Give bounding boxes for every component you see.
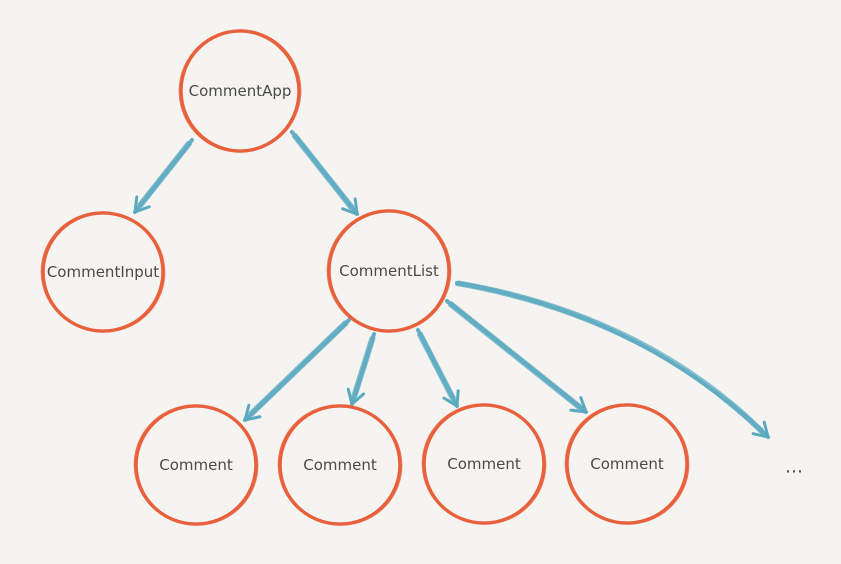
node-label: Comment	[590, 455, 664, 473]
edge-sketch-stroke	[416, 334, 452, 401]
edge-line	[133, 138, 194, 214]
edge-line	[445, 299, 588, 414]
edge-sketch-stroke	[295, 133, 355, 208]
edge-sketch-stroke	[251, 323, 349, 417]
edge-sketch-stroke	[248, 320, 346, 414]
node-label: Comment	[447, 455, 521, 473]
edge-sketch-stroke	[355, 337, 376, 398]
edge-sketch-stroke	[450, 301, 582, 406]
edge-list-to-comment-1	[243, 318, 351, 422]
node-label: CommentList	[339, 262, 439, 280]
node-circle-sketch	[133, 404, 259, 526]
arrow-head	[346, 387, 366, 406]
edge-line	[243, 318, 351, 422]
node-circle-sketch	[43, 213, 163, 331]
edge-sketch-stroke	[291, 135, 351, 210]
edge-sketch-stroke	[137, 140, 189, 205]
node-comment-input: CommentInput	[40, 211, 166, 333]
node-comment-4: Comment	[564, 403, 690, 525]
edge-line	[290, 130, 359, 216]
node-circle-sketch	[40, 211, 166, 333]
node-circle	[327, 209, 451, 333]
node-circle-sketch	[326, 209, 452, 333]
node-circle-sketch	[181, 31, 299, 151]
node-comment-2: Comment	[277, 404, 403, 526]
more-ellipsis: …	[785, 457, 803, 478]
node-circle-sketch	[424, 405, 544, 523]
node-circle-sketch	[280, 406, 400, 524]
arrow-head	[569, 396, 588, 414]
edge-sketch-stroke	[447, 304, 579, 410]
edges	[133, 130, 770, 439]
edge-app-to-input	[133, 138, 194, 214]
edge-list-to-more	[455, 280, 770, 439]
node-circle-sketch	[277, 404, 403, 526]
arrow-head	[341, 197, 359, 216]
edge-sketch-stroke	[421, 331, 457, 399]
arrow-head	[751, 420, 770, 439]
node-circle-sketch	[564, 403, 690, 525]
edge-line	[416, 328, 459, 408]
node-label: CommentApp	[189, 82, 292, 100]
node-label: Comment	[159, 456, 233, 474]
node-circle-sketch	[567, 405, 687, 523]
node-circle-sketch	[136, 406, 256, 524]
edge-sketch-stroke	[455, 284, 762, 435]
node-comment-1: Comment	[133, 404, 259, 526]
edge-list-to-comment-2	[346, 332, 376, 406]
edge-sketch-stroke	[140, 143, 192, 208]
node-label: Comment	[303, 456, 377, 474]
node-comment-3: Comment	[421, 403, 547, 525]
node-comment-app: CommentApp	[178, 29, 302, 153]
node-circle-sketch	[421, 403, 547, 525]
edge-sketch-stroke	[457, 280, 764, 431]
node-circle-sketch	[329, 211, 449, 331]
edge-app-to-list	[290, 130, 359, 216]
node-circle	[179, 29, 301, 153]
edge-line	[350, 332, 376, 406]
arrow-head	[442, 389, 460, 408]
arrow-head	[243, 403, 262, 422]
edge-list-to-comment-4	[445, 299, 588, 414]
node-label: CommentInput	[47, 263, 159, 281]
node-comment-list: CommentList	[326, 209, 452, 333]
arrow-head	[133, 195, 151, 214]
edge-sketch-stroke	[351, 336, 372, 397]
edge-list-to-comment-3	[416, 328, 460, 408]
node-circle-sketch	[178, 29, 302, 153]
edge-line	[455, 281, 770, 439]
